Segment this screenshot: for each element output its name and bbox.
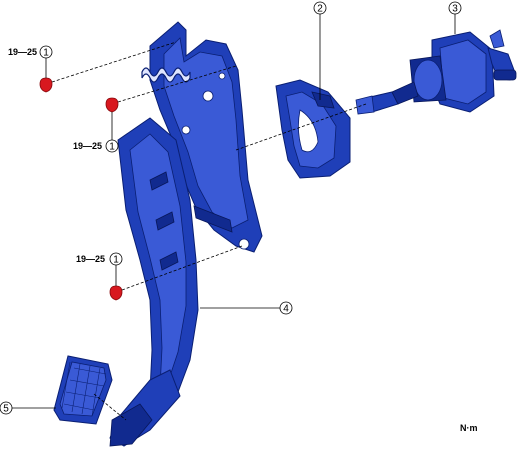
callout-1c: 1	[109, 252, 123, 266]
callout-1c-number: 1	[113, 255, 119, 266]
clutch-master-cylinder	[409, 29, 517, 113]
return-spring	[141, 67, 191, 83]
alignment-lines	[51, 41, 367, 421]
callout-5-number: 5	[3, 404, 9, 415]
bolt-1b	[105, 97, 119, 113]
callout-1b: 1	[105, 139, 119, 153]
callout-4: 4	[279, 301, 293, 315]
torque-1b: 19—25	[73, 141, 102, 151]
torque-unit-label: N·m	[460, 423, 478, 433]
bolt-1c	[109, 285, 123, 301]
callout-1a-number: 1	[43, 48, 49, 59]
master-cylinder-pushrod	[355, 81, 419, 115]
callout-1b-number: 1	[109, 142, 115, 153]
torque-1a: 19—25	[8, 47, 37, 57]
callout-2-number: 2	[317, 4, 323, 15]
pedal-bracket-cover	[275, 79, 351, 179]
callout-2: 2	[313, 1, 327, 15]
bolt-1a	[39, 77, 53, 93]
callout-5: 5	[0, 401, 13, 415]
torque-1c: 19—25	[76, 254, 105, 264]
leader-lines	[12, 14, 456, 409]
callout-3: 3	[448, 1, 462, 15]
pedal-pad	[53, 355, 113, 425]
callout-3-number: 3	[452, 4, 458, 15]
callout-4-number: 4	[283, 304, 289, 315]
clutch-pedal-arm	[109, 21, 263, 447]
callout-1a: 1	[39, 45, 53, 59]
